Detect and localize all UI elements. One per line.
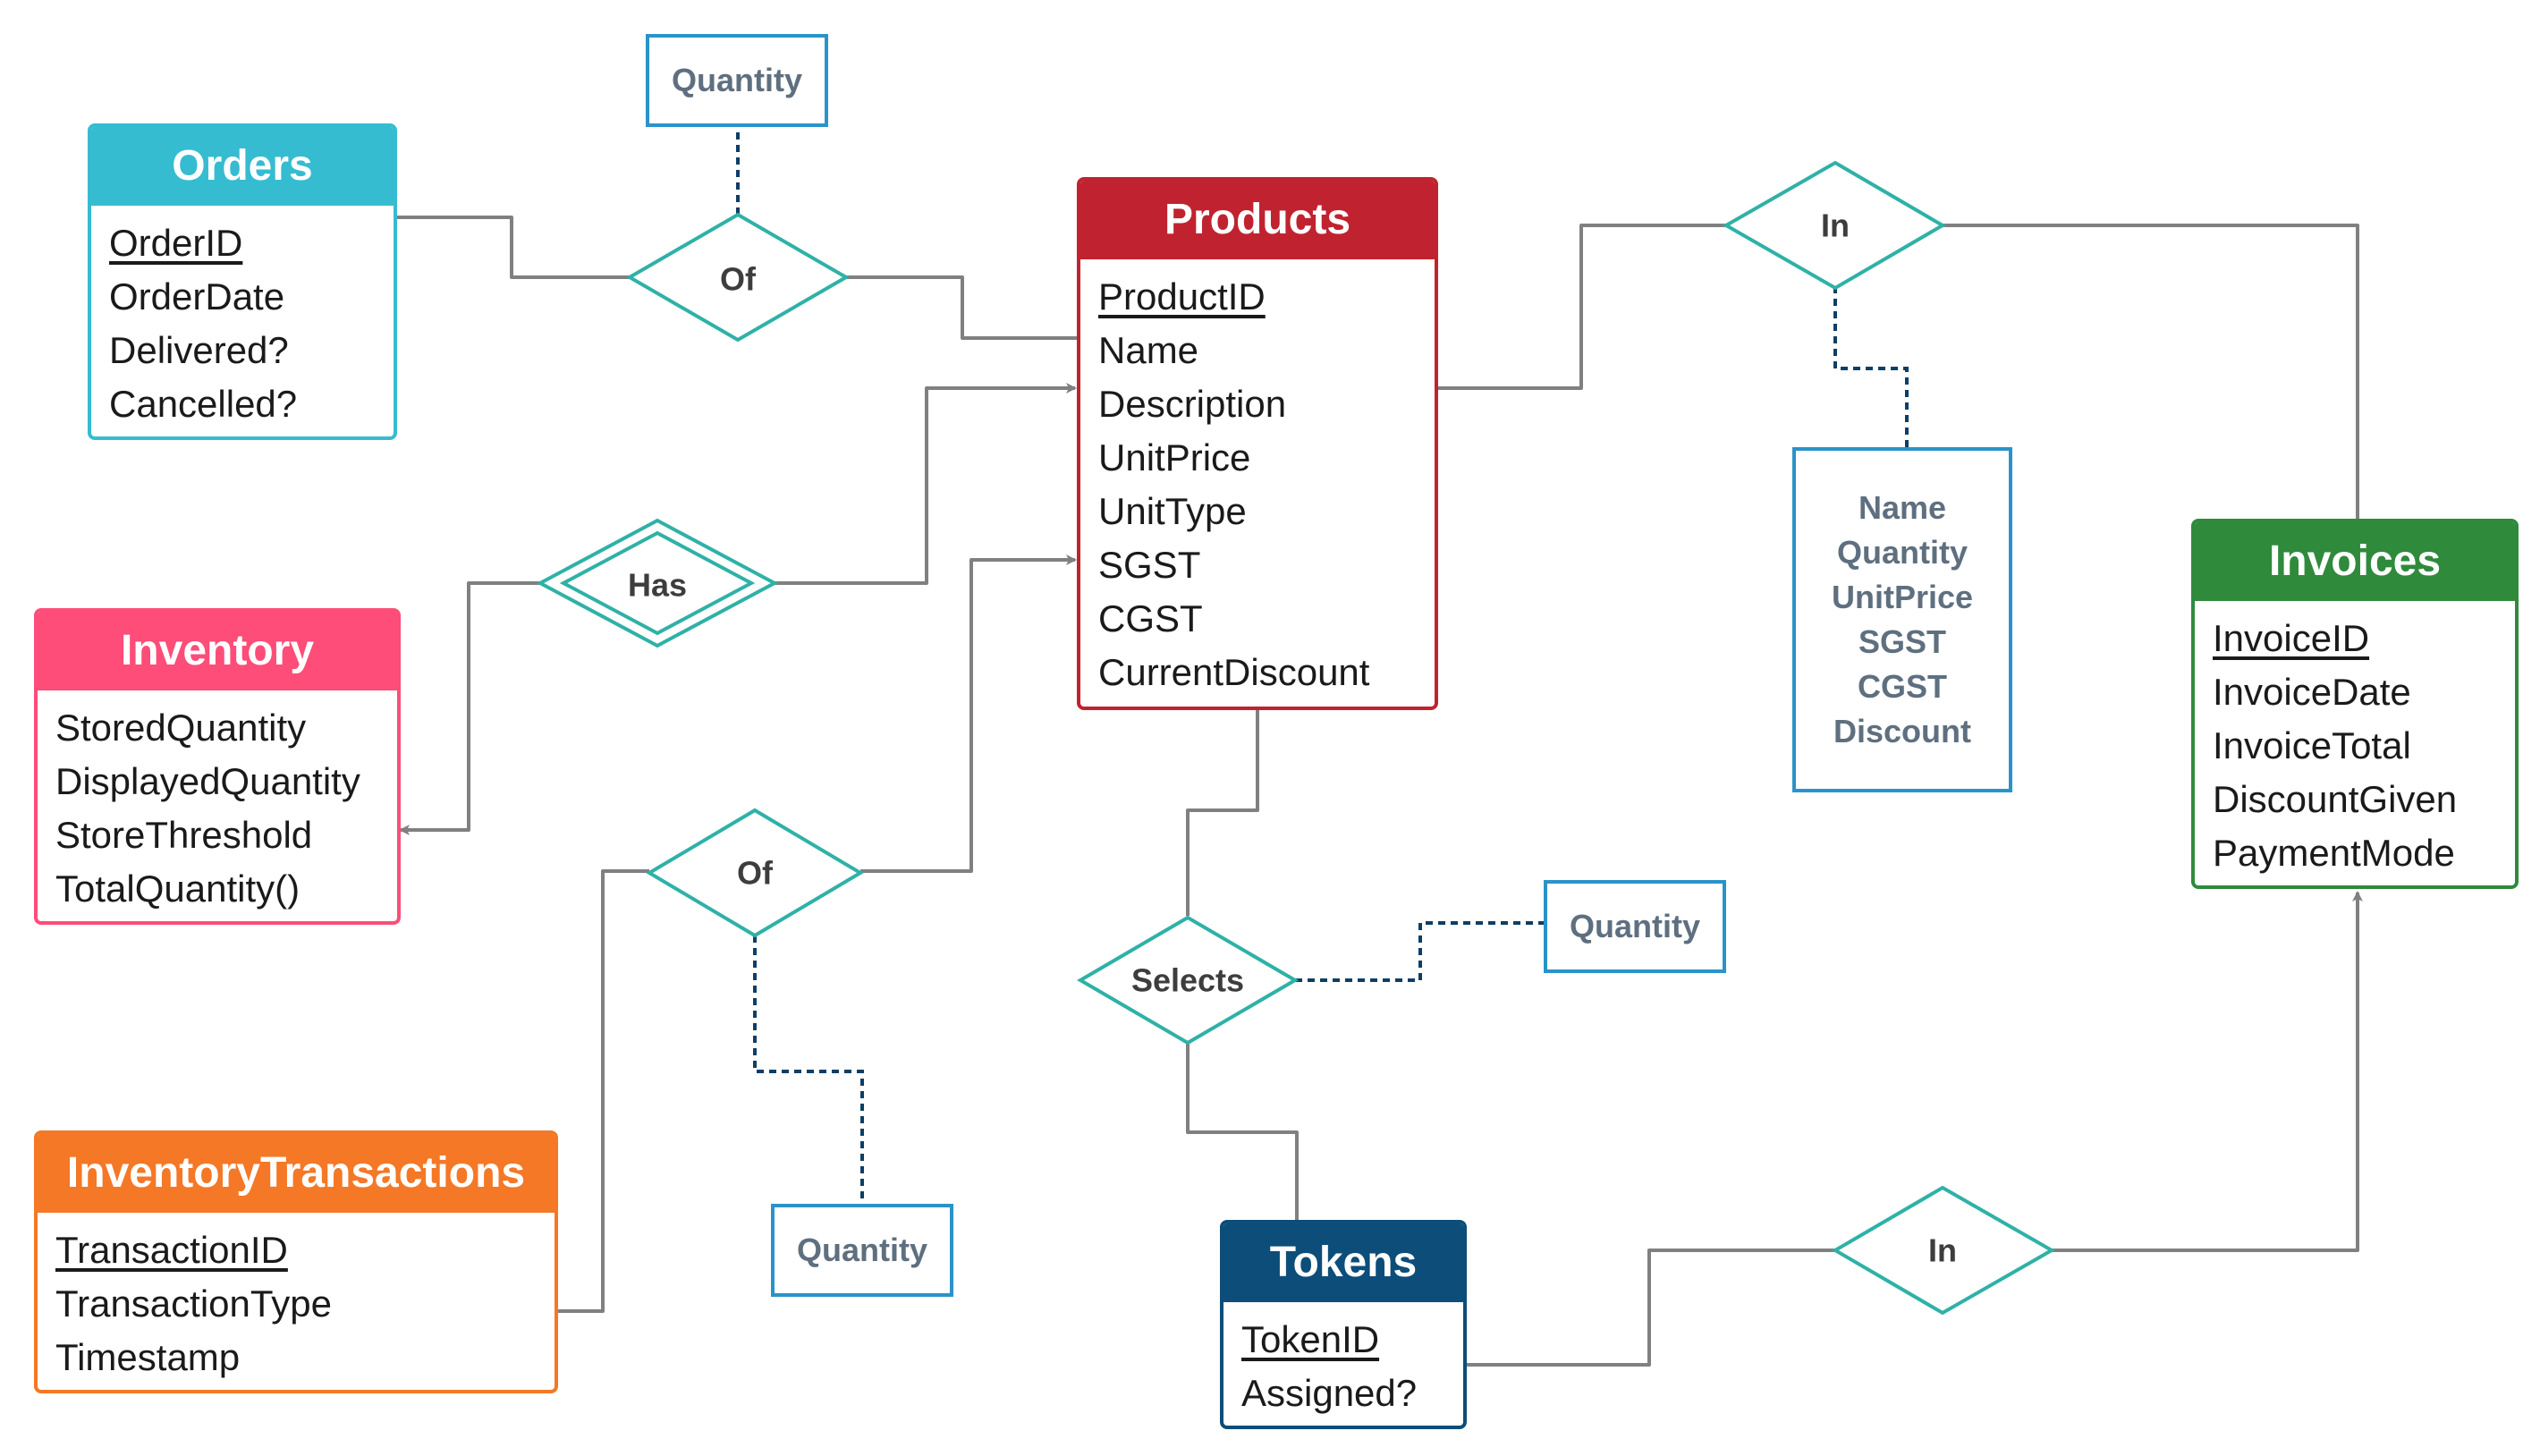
entity-orders: Orders OrderID OrderDate Delivered? Canc… bbox=[88, 123, 397, 440]
entity-attribute: InvoiceTotal bbox=[2213, 724, 2411, 766]
relationship-label-transactions-of: Of bbox=[737, 855, 774, 892]
relationship-label-products-in: In bbox=[1821, 207, 1850, 244]
relationship-attribute-box-orders-of: Quantity bbox=[646, 34, 828, 127]
entity-attribute: Timestamp bbox=[55, 1336, 241, 1378]
relationship-attribute: UnitPrice bbox=[1831, 579, 1974, 615]
relationship-attribute: SGST bbox=[1858, 623, 1946, 660]
dashed-in-attrs bbox=[1833, 286, 1909, 449]
entity-products: Products ProductID Name Description Unit… bbox=[1077, 177, 1438, 710]
entity-invoices: Invoices InvoiceID InvoiceDate InvoiceTo… bbox=[2191, 519, 2519, 889]
entity-attribute: SGST bbox=[1098, 544, 1201, 586]
relationship-attribute: Quantity bbox=[1569, 908, 1700, 944]
entity-title-products: Products bbox=[1080, 181, 1435, 259]
relationship-products-in bbox=[1722, 160, 1946, 291]
relationship-attribute-box-products-in: Name Quantity UnitPrice SGST CGST Discou… bbox=[1792, 447, 2012, 792]
entity-attribute: UnitPrice bbox=[1098, 436, 1251, 478]
relationship-label-orders-of: Of bbox=[720, 261, 757, 298]
relationship-attribute: Quantity bbox=[796, 1232, 927, 1268]
entity-title-orders: Orders bbox=[91, 127, 394, 206]
entity-title-inventory-transactions: InventoryTransactions bbox=[38, 1134, 555, 1213]
relationship-attribute: CGST bbox=[1857, 668, 1947, 705]
connector-tokens-in bbox=[1465, 1249, 1835, 1367]
relationship-label-selects: Selects bbox=[1131, 962, 1244, 999]
entity-attribute: Description bbox=[1098, 383, 1287, 425]
entity-attribute: TransactionID bbox=[55, 1229, 288, 1271]
relationship-attribute: Name bbox=[1858, 489, 1947, 526]
relationship-label-tokens-in: In bbox=[1928, 1232, 1957, 1269]
entity-attribute: Assigned? bbox=[1241, 1372, 1418, 1414]
entity-attribute: DisplayedQuantity bbox=[55, 760, 360, 802]
entity-attribute: InvoiceDate bbox=[2213, 671, 2411, 713]
relationship-attribute-box-transactions-of: Quantity bbox=[771, 1204, 953, 1297]
relationship-attribute: Quantity bbox=[671, 62, 802, 98]
entity-attribute: Cancelled? bbox=[109, 383, 298, 425]
entity-inventory-transactions: InventoryTransactions TransactionID Tran… bbox=[34, 1130, 558, 1393]
relationship-attribute-box-selects: Quantity bbox=[1544, 880, 1726, 973]
entity-tokens: Tokens TokenID Assigned? bbox=[1220, 1220, 1467, 1429]
entity-attribute: CGST bbox=[1098, 597, 1203, 639]
relationship-selects bbox=[1077, 915, 1299, 1045]
entity-attribute: DiscountGiven bbox=[2213, 778, 2458, 820]
dashed-of-quantity-2 bbox=[753, 935, 864, 1206]
entity-inventory: Inventory StoredQuantity DisplayedQuanti… bbox=[34, 608, 401, 925]
entity-attribute: Name bbox=[1098, 329, 1199, 371]
relationship-tokens-in bbox=[1832, 1185, 2056, 1316]
entity-title-tokens: Tokens bbox=[1223, 1223, 1463, 1302]
entity-attribute: PaymentMode bbox=[2213, 832, 2455, 874]
connector-in-invoices-2 bbox=[2052, 891, 2363, 1252]
entity-attribute: Delivered? bbox=[109, 329, 289, 371]
dashed-selects-quantity bbox=[1295, 921, 1545, 982]
connector-orders-of bbox=[394, 216, 630, 279]
connector-products-selects bbox=[1186, 709, 1259, 916]
relationship-has-inner bbox=[559, 530, 756, 636]
entity-attribute: OrderID bbox=[109, 222, 243, 264]
relationship-attribute: Discount bbox=[1833, 713, 1971, 749]
connector-has-products bbox=[775, 383, 1077, 585]
entity-title-invoices: Invoices bbox=[2195, 522, 2515, 601]
relationship-transactions-of bbox=[646, 808, 864, 938]
entity-attribute: InvoiceID bbox=[2213, 617, 2370, 659]
entity-title-inventory: Inventory bbox=[38, 612, 397, 690]
entity-attribute: UnitType bbox=[1098, 490, 1247, 532]
entity-attribute: ProductID bbox=[1098, 275, 1266, 317]
relationship-attribute: Quantity bbox=[1836, 534, 1968, 571]
connector-in-invoices bbox=[1943, 224, 2359, 521]
entity-attribute: OrderDate bbox=[109, 275, 285, 317]
entity-attribute: TokenID bbox=[1241, 1318, 1380, 1360]
connector-of-products-2 bbox=[860, 554, 1077, 873]
connector-products-in bbox=[1436, 224, 1726, 390]
entity-attribute: StoredQuantity bbox=[55, 707, 307, 749]
relationship-orders-of bbox=[626, 212, 850, 343]
entity-attribute: CurrentDiscount bbox=[1098, 651, 1370, 693]
connector-of-products bbox=[846, 275, 1079, 340]
entity-attribute: StoreThreshold bbox=[55, 814, 313, 856]
relationship-label-has: Has bbox=[628, 567, 687, 604]
entity-attribute: TransactionType bbox=[55, 1282, 332, 1325]
entity-attribute: TotalQuantity() bbox=[55, 868, 301, 910]
connector-has-inventory bbox=[399, 581, 540, 835]
connector-transactions-of bbox=[555, 869, 649, 1313]
connector-selects-tokens bbox=[1186, 1043, 1299, 1222]
